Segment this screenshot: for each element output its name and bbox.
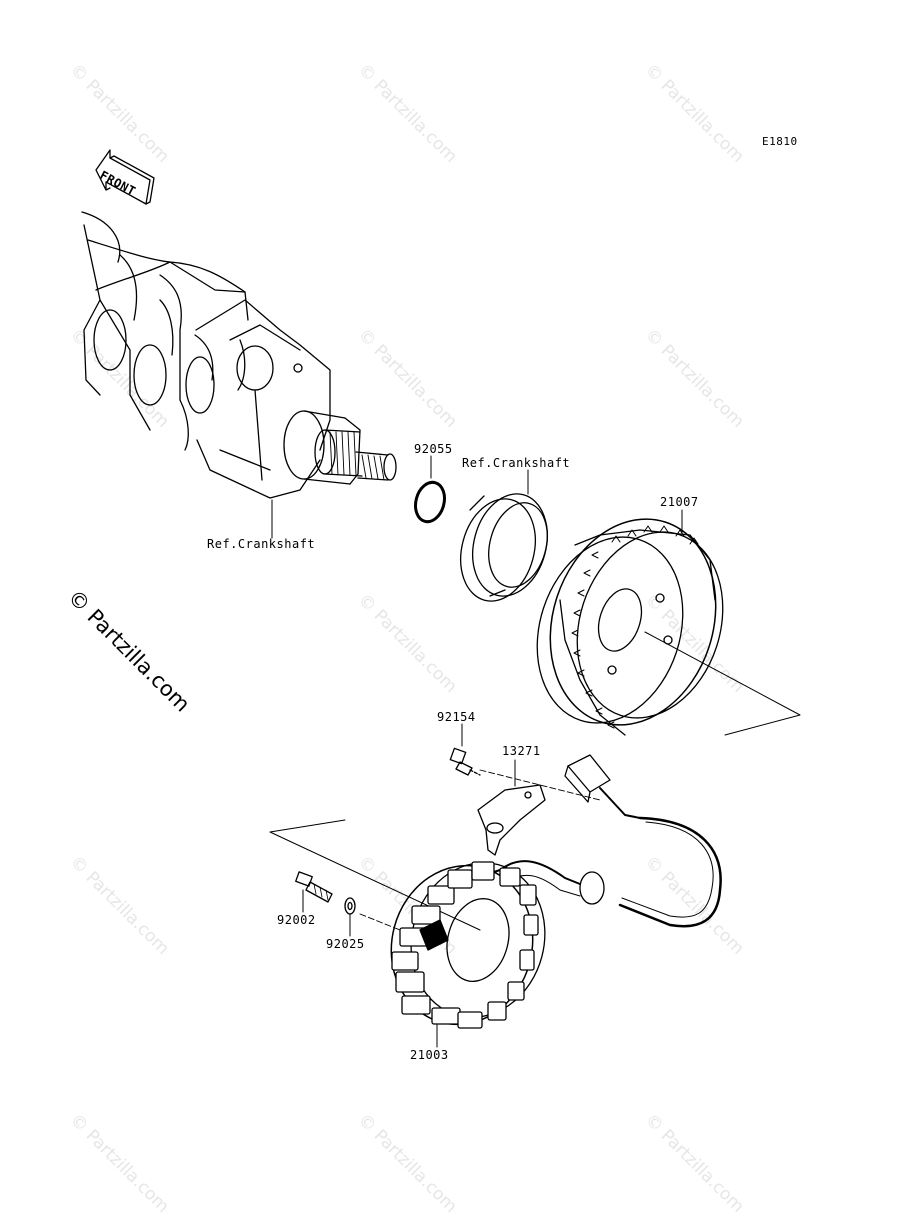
axis-line <box>644 631 801 736</box>
front-arrow-icon <box>95 149 155 205</box>
part-label-92002: 92002 <box>277 913 316 927</box>
bolt-icon <box>449 747 481 776</box>
crankshaft-icon <box>81 211 397 499</box>
part-label-13271: 13271 <box>502 744 541 758</box>
part-label-92055: 92055 <box>414 442 453 456</box>
washer-icon <box>344 897 356 915</box>
ref-label-crankshaft-right: Ref.Crankshaft <box>462 456 571 470</box>
o-ring-icon <box>414 480 446 524</box>
holding-plate-icon <box>477 784 546 856</box>
ref-label-crankshaft-left: Ref.Crankshaft <box>207 537 316 551</box>
part-label-21007: 21007 <box>660 495 699 509</box>
bolt-icon <box>295 871 333 903</box>
part-label-21003: 21003 <box>410 1048 449 1062</box>
part-label-92025: 92025 <box>326 937 365 951</box>
flywheel-rotor-icon <box>536 518 724 736</box>
diagram-code: E1810 <box>762 135 798 148</box>
rotor-boss-icon <box>460 493 548 602</box>
part-label-92154: 92154 <box>437 710 476 724</box>
wiring-harness-icon <box>469 754 722 928</box>
stator-icon <box>390 861 546 1029</box>
axis-line <box>269 819 481 931</box>
